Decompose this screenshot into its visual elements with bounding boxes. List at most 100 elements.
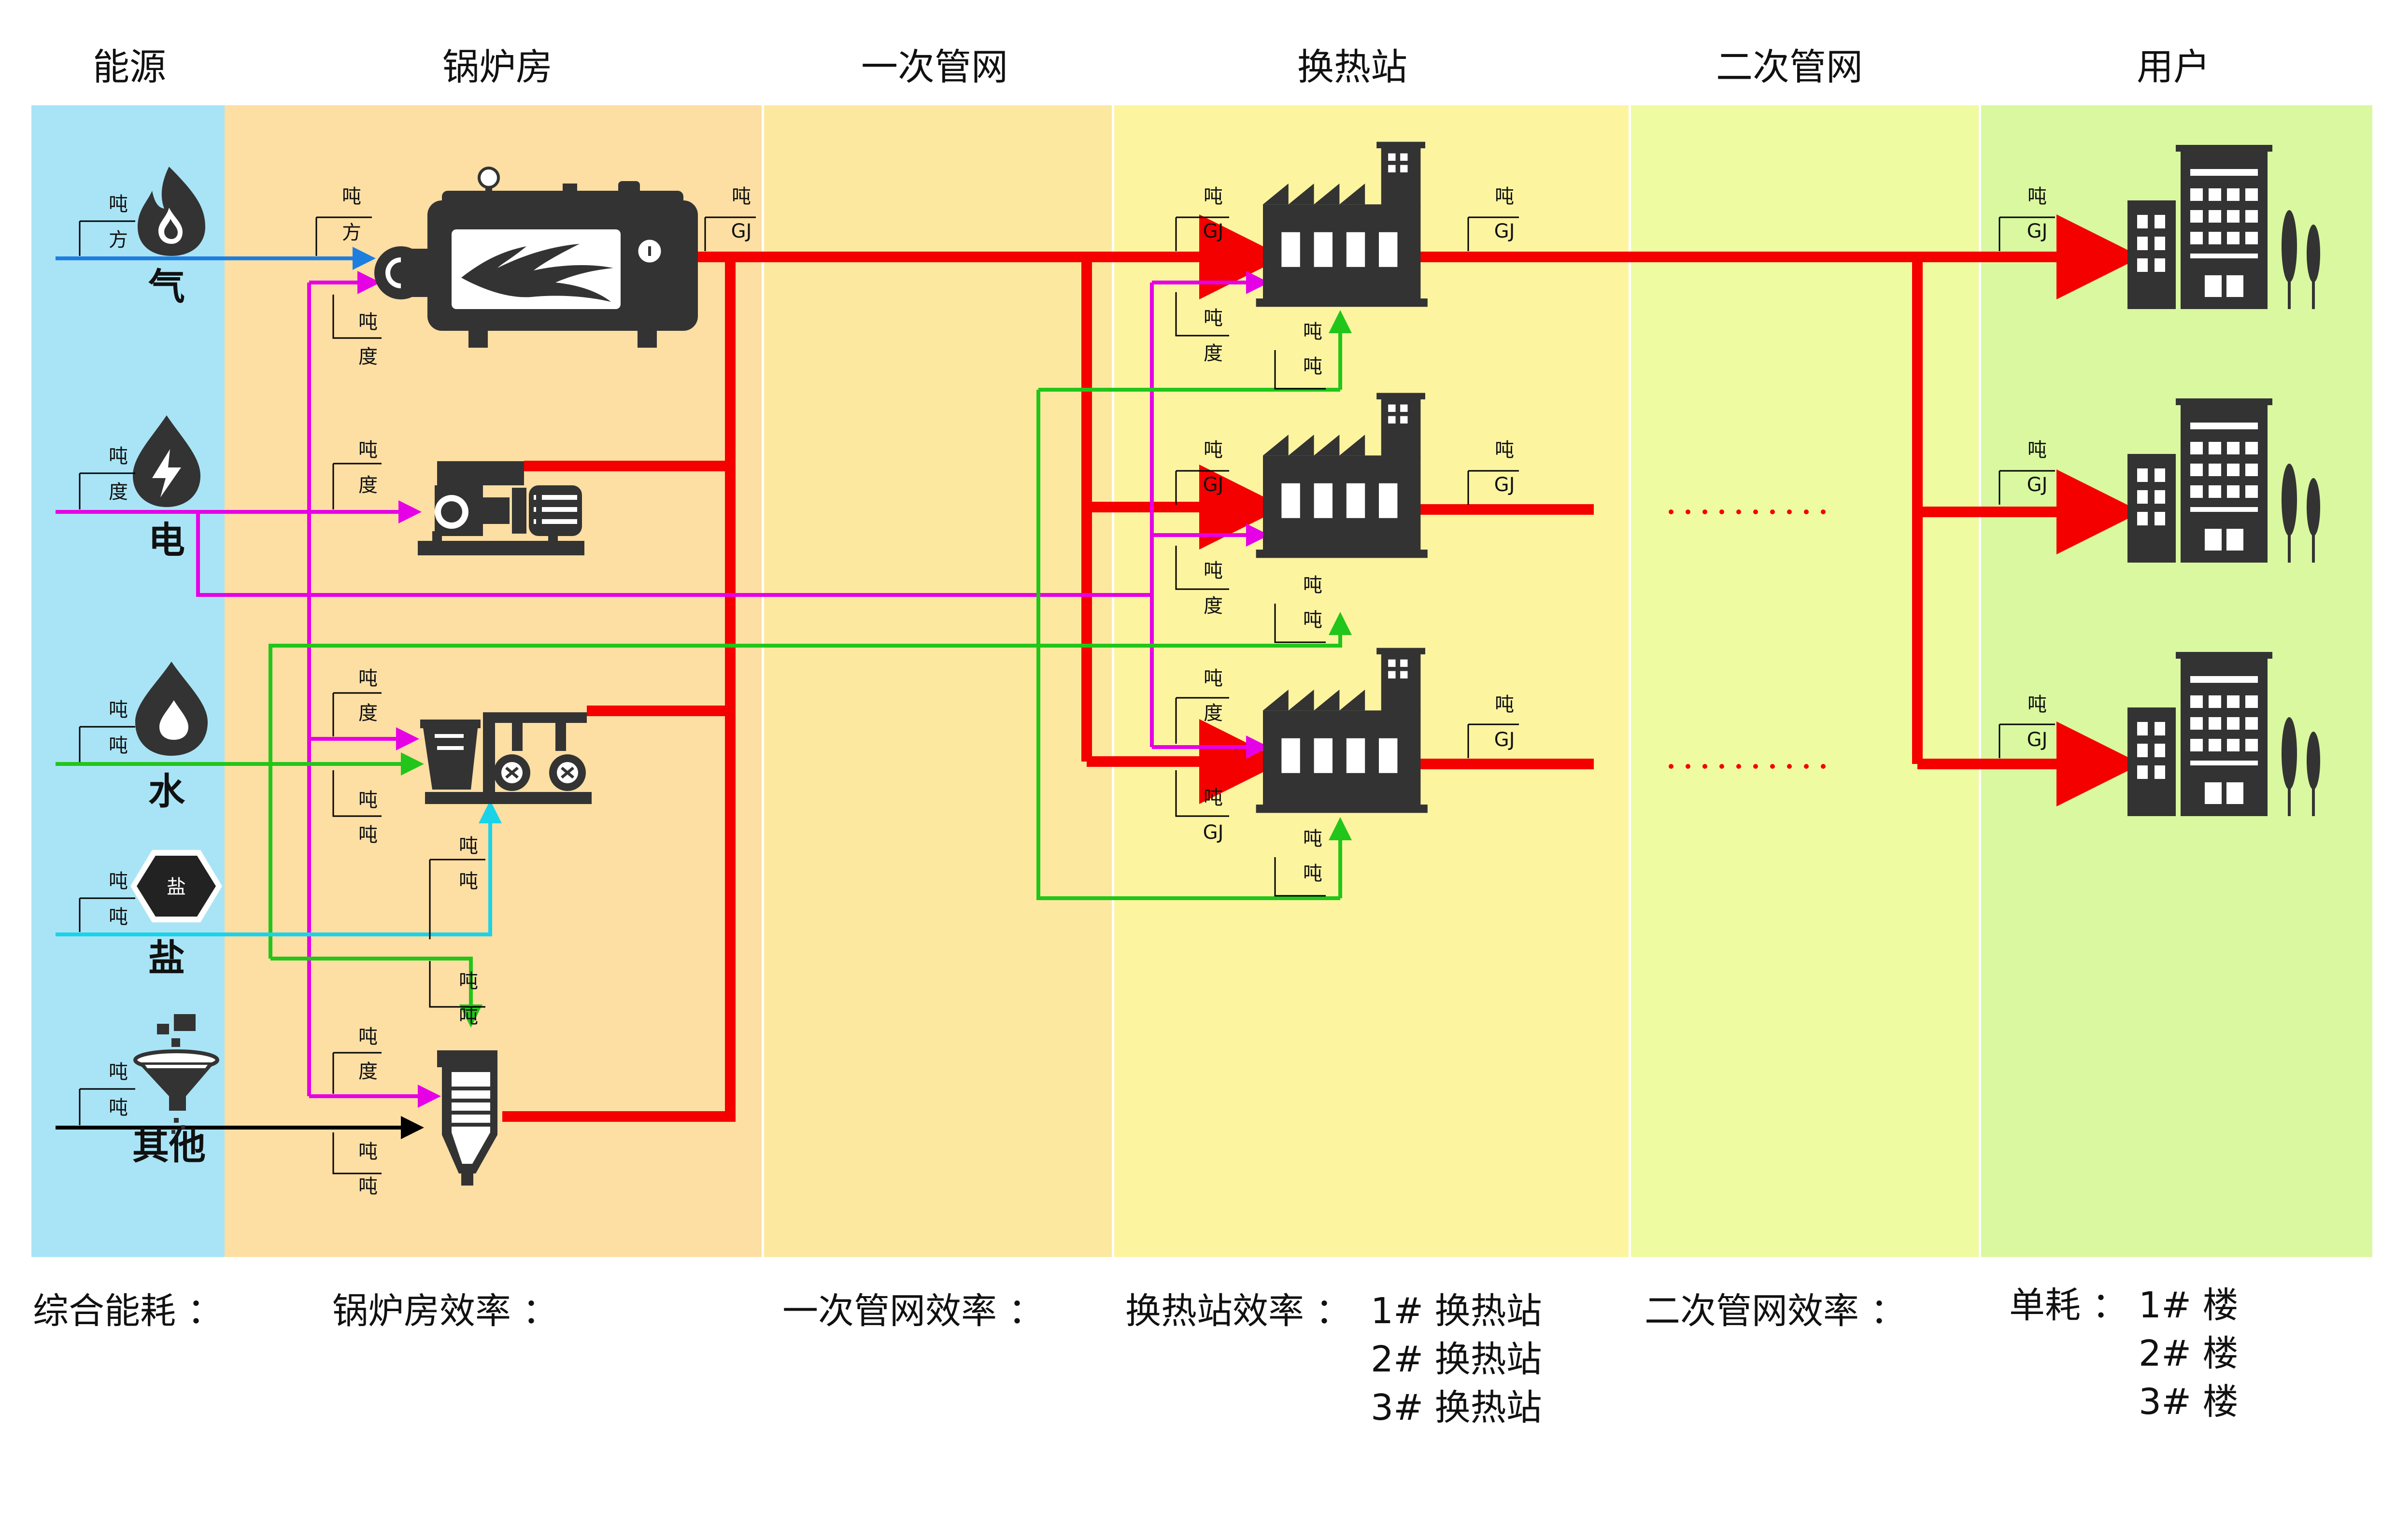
funnel-icon <box>133 1014 219 1134</box>
svg-text:吨: 吨 <box>2027 185 2047 208</box>
svg-text:吨: 吨 <box>459 835 478 857</box>
source-label-other: 其他 <box>132 1125 206 1168</box>
column-header-user: 用户 <box>2137 45 2210 88</box>
svg-text:GJ: GJ <box>2027 729 2048 751</box>
unit-label-hs2-elec: 吨度 <box>1175 546 1229 617</box>
svg-text:吨: 吨 <box>109 699 128 721</box>
svg-text:吨: 吨 <box>1204 307 1223 329</box>
unit-label-deaer-elec: 吨度 <box>332 1026 382 1094</box>
svg-text:吨: 吨 <box>1204 560 1223 582</box>
svg-text:吨: 吨 <box>109 193 128 215</box>
svg-text:方: 方 <box>109 229 128 251</box>
svg-text:度: 度 <box>1204 342 1223 365</box>
column-secondary-bg <box>1631 105 1979 1257</box>
svg-text:吨: 吨 <box>358 311 378 333</box>
svg-text:吨: 吨 <box>1204 787 1223 809</box>
svg-text:吨: 吨 <box>1303 828 1322 850</box>
electricity-lines <box>56 271 1269 1108</box>
station-efficiency-item-2: 2# 换热站 <box>1371 1339 1542 1380</box>
source-label-water: 水 <box>148 770 185 813</box>
salt-icon-label: 盐 <box>167 876 186 898</box>
source-label-electricity: 电 <box>148 519 185 562</box>
water-drop-icon <box>135 662 208 756</box>
unit-label-hs3-elec: 吨度 <box>1175 667 1229 744</box>
svg-text:吨: 吨 <box>459 970 478 992</box>
boiler-efficiency-label: 锅炉房效率 ： <box>332 1290 558 1332</box>
fire-icon <box>138 167 205 256</box>
unit-label-deaer-water: 吨吨 <box>429 961 485 1028</box>
svg-text:度: 度 <box>358 474 378 496</box>
svg-text:度: 度 <box>109 481 128 503</box>
svg-text:吨: 吨 <box>1303 862 1322 885</box>
unit-label-treat-elec: 吨度 <box>332 667 382 736</box>
svg-text:吨: 吨 <box>1204 439 1223 461</box>
svg-text:吨: 吨 <box>358 789 378 811</box>
svg-text:方: 方 <box>342 222 361 244</box>
svg-text:吨: 吨 <box>1495 185 1514 208</box>
svg-text:GJ: GJ <box>731 220 752 242</box>
unit-label-boiler-out: 吨 GJ <box>704 185 756 251</box>
svg-text:吨: 吨 <box>1495 693 1514 716</box>
svg-text:吨: 吨 <box>459 1005 478 1028</box>
heat-pipes <box>502 214 2141 1122</box>
station-efficiency-label: 换热站效率 ： <box>1125 1290 1351 1332</box>
svg-text:吨: 吨 <box>459 870 478 892</box>
svg-text:吨: 吨 <box>358 667 378 690</box>
secondary-network-dots <box>1669 509 1826 769</box>
unit-label-user-3: 吨GJ <box>1999 693 2055 758</box>
efficiency-footer: 综合能耗 ： 锅炉房效率 ： 一次管网效率 ： 换热站效率 ： 1# 换热站 2… <box>33 1285 2239 1428</box>
svg-text:吨: 吨 <box>342 185 361 208</box>
unit-label-deaer-other: 吨吨 <box>332 1132 382 1198</box>
building-item-2: 2# 楼 <box>2139 1333 2239 1374</box>
svg-text:吨: 吨 <box>1303 355 1322 378</box>
svg-text:吨: 吨 <box>109 870 128 892</box>
unit-label-hs1-water: 吨吨 <box>1274 321 1326 390</box>
svg-text:吨: 吨 <box>109 1097 128 1119</box>
svg-text:吨: 吨 <box>2027 439 2047 461</box>
unit-label-hs3-in: 吨 GJ <box>1175 770 1229 844</box>
svg-text:吨: 吨 <box>109 906 128 928</box>
unit-label-hs3-water: 吨吨 <box>1274 828 1326 897</box>
svg-text:GJ: GJ <box>2027 474 2048 496</box>
unit-label-hs2-water: 吨吨 <box>1274 574 1326 643</box>
svg-text:吨: 吨 <box>732 185 751 208</box>
building-item-1: 1# 楼 <box>2139 1285 2239 1326</box>
column-header-primary: 一次管网 <box>861 45 1008 88</box>
svg-text:吨: 吨 <box>358 1141 378 1163</box>
svg-text:吨: 吨 <box>109 1061 128 1083</box>
svg-text:度: 度 <box>358 1060 378 1083</box>
unit-label-user-2: 吨 GJ <box>1999 439 2055 505</box>
svg-text:度: 度 <box>358 346 378 368</box>
svg-text:度: 度 <box>1204 702 1223 724</box>
svg-text:GJ: GJ <box>1203 821 1224 844</box>
unit-label-salt: 吨吨 <box>79 870 135 932</box>
svg-text:吨: 吨 <box>358 1026 378 1048</box>
unit-label-water: 吨吨 <box>79 699 135 762</box>
svg-text:GJ: GJ <box>1203 220 1224 242</box>
svg-text:GJ: GJ <box>1494 729 1515 751</box>
svg-text:度: 度 <box>358 702 378 724</box>
svg-text:吨: 吨 <box>1204 185 1223 208</box>
svg-text:吨: 吨 <box>1303 574 1322 596</box>
unit-label-hs1-out: 吨GJ <box>1467 185 1519 251</box>
unit-label-electricity: 吨度 <box>79 445 135 509</box>
station-efficiency-item-3: 3# 换热站 <box>1371 1387 1542 1428</box>
salt-line <box>56 800 502 936</box>
unit-label-user-1: 吨GJ <box>1999 185 2055 251</box>
svg-text:吨: 吨 <box>1303 321 1322 343</box>
unit-label-hs1-elec: 吨度 <box>1175 292 1229 365</box>
deaerator-icon <box>437 1050 497 1186</box>
unit-label-boiler-gas: 吨方 <box>315 185 372 256</box>
svg-text:吨: 吨 <box>358 439 378 461</box>
unit-label-treat-salt: 吨吨 <box>429 835 485 939</box>
primary-efficiency-label: 一次管网效率 ： <box>782 1290 1044 1332</box>
unit-label-boiler-elec: 吨度 <box>332 295 382 368</box>
unit-label-pump-elec: 吨度 <box>332 439 382 509</box>
column-header-boiler: 锅炉房 <box>442 45 553 88</box>
unit-label-hs3-out: 吨 GJ <box>1467 693 1519 758</box>
unit-label-gas: 吨方 <box>79 193 135 256</box>
unit-label-hs1-in: 吨 GJ <box>1175 185 1229 251</box>
unit-label-treat-water: 吨吨 <box>332 770 382 846</box>
svg-text:吨: 吨 <box>358 824 378 846</box>
unit-labels: 吨方 吨度 吨吨 吨吨 吨吨 吨方 吨度 吨GJ 吨度 吨度 吨吨 <box>79 185 2055 1198</box>
